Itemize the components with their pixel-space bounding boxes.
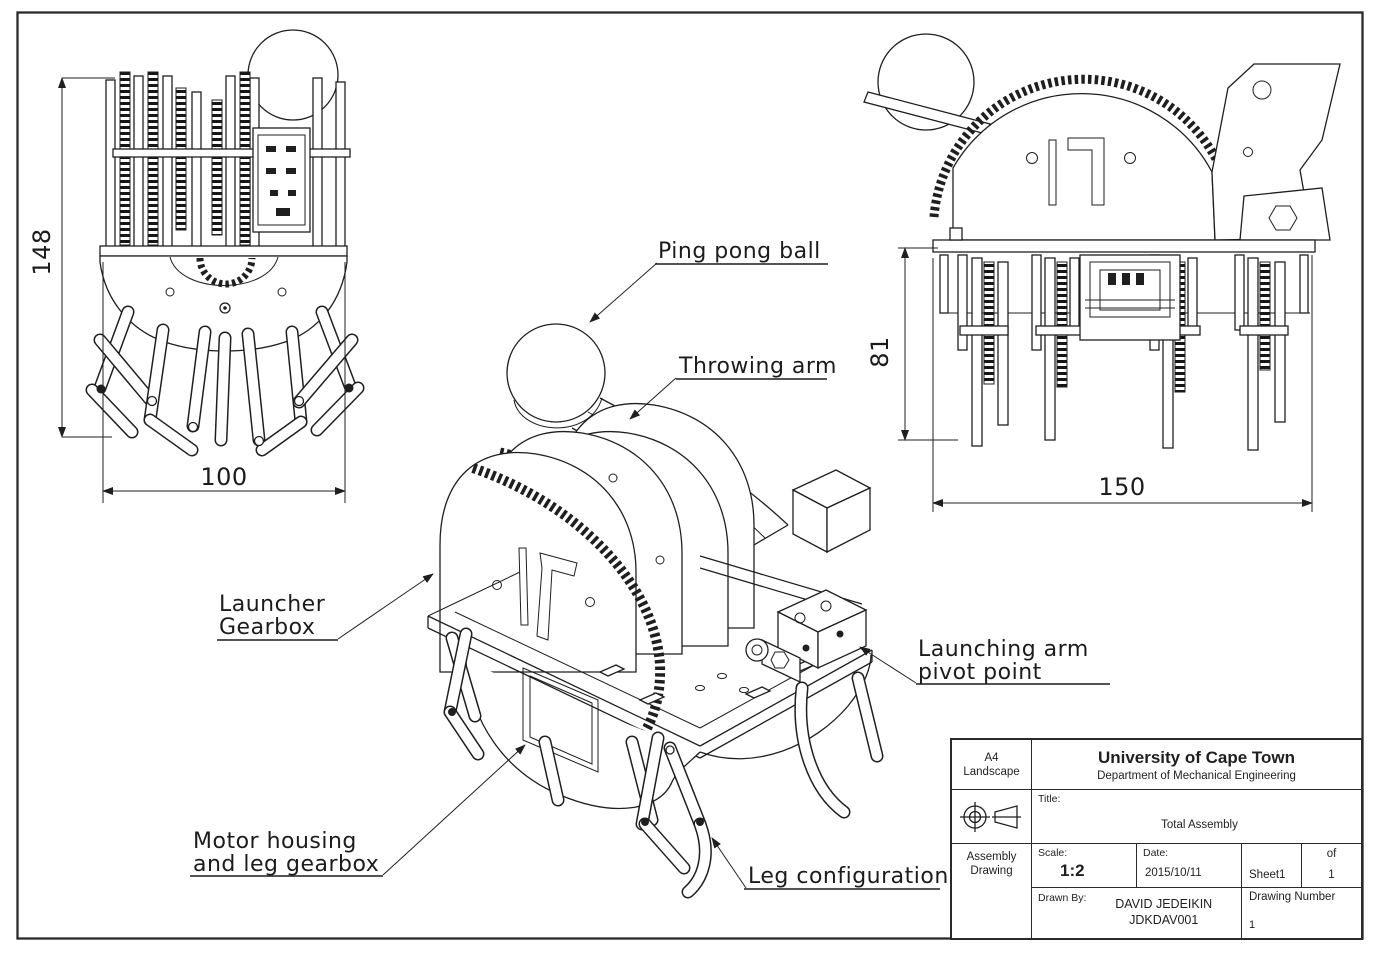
- drawn-by-name: DAVID JEDEIKIN: [1115, 897, 1213, 911]
- title-label: Title:: [1038, 793, 1061, 805]
- dim-text-148: 148: [28, 228, 56, 275]
- department-name: Department of Mechanical Engineering: [1097, 769, 1296, 782]
- dim-text-150: 150: [1098, 473, 1145, 501]
- side-view: [863, 33, 1341, 451]
- sheet-value: Sheet1: [1249, 869, 1286, 881]
- label-throwing-arm: Throwing arm: [629, 354, 837, 420]
- iso-pivot-block: [745, 589, 868, 684]
- dimension-side-width: 150: [932, 255, 1313, 512]
- annotations: Ping pong ball Throwing arm Launcher Gea…: [190, 239, 1110, 890]
- drawn-by-id: JDKDAV001: [1129, 913, 1199, 927]
- front-view: [85, 29, 365, 457]
- date-label: Date:: [1143, 847, 1169, 859]
- iso-motor-box: [791, 469, 872, 554]
- dimension-front-height: 148: [28, 77, 115, 438]
- drawing-number-value: 1: [1249, 919, 1256, 931]
- svg-text:pivot point: pivot point: [918, 660, 1042, 685]
- iso-ping-pong-ball: [506, 323, 606, 423]
- drawn-by-cell: Drawn By: DAVID JEDEIKIN JDKDAV001: [1032, 888, 1242, 938]
- svg-text:Motor housing: Motor housing: [193, 829, 357, 854]
- drawn-by-label: Drawn By:: [1038, 892, 1087, 904]
- label-ping-pong-ball: Ping pong ball: [589, 239, 828, 323]
- isometric-view: [427, 323, 884, 899]
- label-launcher-gearbox: Launcher Gearbox: [217, 573, 434, 641]
- label-motor-housing: Motor housing and leg gearbox: [190, 744, 526, 877]
- drawing-title: Total Assembly: [1161, 819, 1238, 831]
- dimension-side-height: 81: [866, 247, 958, 441]
- dim-text-100: 100: [200, 463, 247, 491]
- svg-text:Launcher: Launcher: [219, 592, 326, 617]
- label-leg-configuration: Leg configuration: [711, 837, 949, 890]
- iso-launcher-gearbox: [439, 452, 637, 673]
- sheet-cell: Sheet1: [1242, 844, 1302, 888]
- side-arm-bracket: [1211, 63, 1341, 241]
- paper-size-cell: A4 Landscape: [952, 740, 1032, 790]
- drawing-number-cell: Drawing Number 1: [1242, 888, 1361, 938]
- title-cell: Title: Total Assembly: [1032, 790, 1361, 844]
- svg-text:Launching arm: Launching arm: [918, 637, 1089, 662]
- svg-text:Ping pong ball: Ping pong ball: [658, 239, 821, 264]
- scale-value: 1:2: [1060, 861, 1085, 880]
- drawing-number-label: Drawing Number: [1249, 891, 1336, 903]
- projection-symbol-cell: [952, 790, 1032, 844]
- scale-cell: Scale: 1:2: [1032, 844, 1137, 888]
- of-label: of: [1326, 848, 1337, 860]
- title-block: A4 Landscape University of Cape Town Dep…: [950, 738, 1363, 940]
- side-plate-17-cutout: [1026, 137, 1136, 206]
- iso-plate-17-cutout: [492, 473, 665, 641]
- side-launcher-plate: [952, 92, 1216, 241]
- dim-text-81: 81: [866, 336, 894, 368]
- front-electronics-housing: [252, 127, 311, 233]
- date-value: 2015/10/11: [1145, 867, 1202, 879]
- side-gearbox: [1079, 254, 1181, 341]
- svg-text:Throwing arm: Throwing arm: [678, 354, 837, 379]
- svg-text:Leg configuration: Leg configuration: [748, 864, 949, 889]
- date-cell: Date: 2015/10/11: [1137, 844, 1242, 888]
- side-legs: [939, 254, 1309, 451]
- sheet-border: [16, 11, 1364, 940]
- front-legs: [85, 305, 365, 457]
- document-type-cell: Assembly Drawing: [952, 844, 1032, 938]
- organization-name: University of Cape Town: [1097, 747, 1296, 767]
- scale-label: Scale:: [1038, 847, 1068, 859]
- svg-text:and leg gearbox: and leg gearbox: [193, 852, 379, 877]
- sheet-of-cell: of 1: [1302, 844, 1361, 888]
- iso-legs: [443, 627, 884, 899]
- svg-text:Gearbox: Gearbox: [219, 615, 315, 640]
- label-launching-arm-pivot: Launching arm pivot point: [859, 637, 1110, 685]
- dimension-front-width: 100: [102, 262, 346, 503]
- third-angle-projection-icon: [959, 801, 1021, 832]
- of-value: 1: [1328, 869, 1335, 881]
- organization-cell: University of Cape Town Department of Me…: [1032, 740, 1361, 790]
